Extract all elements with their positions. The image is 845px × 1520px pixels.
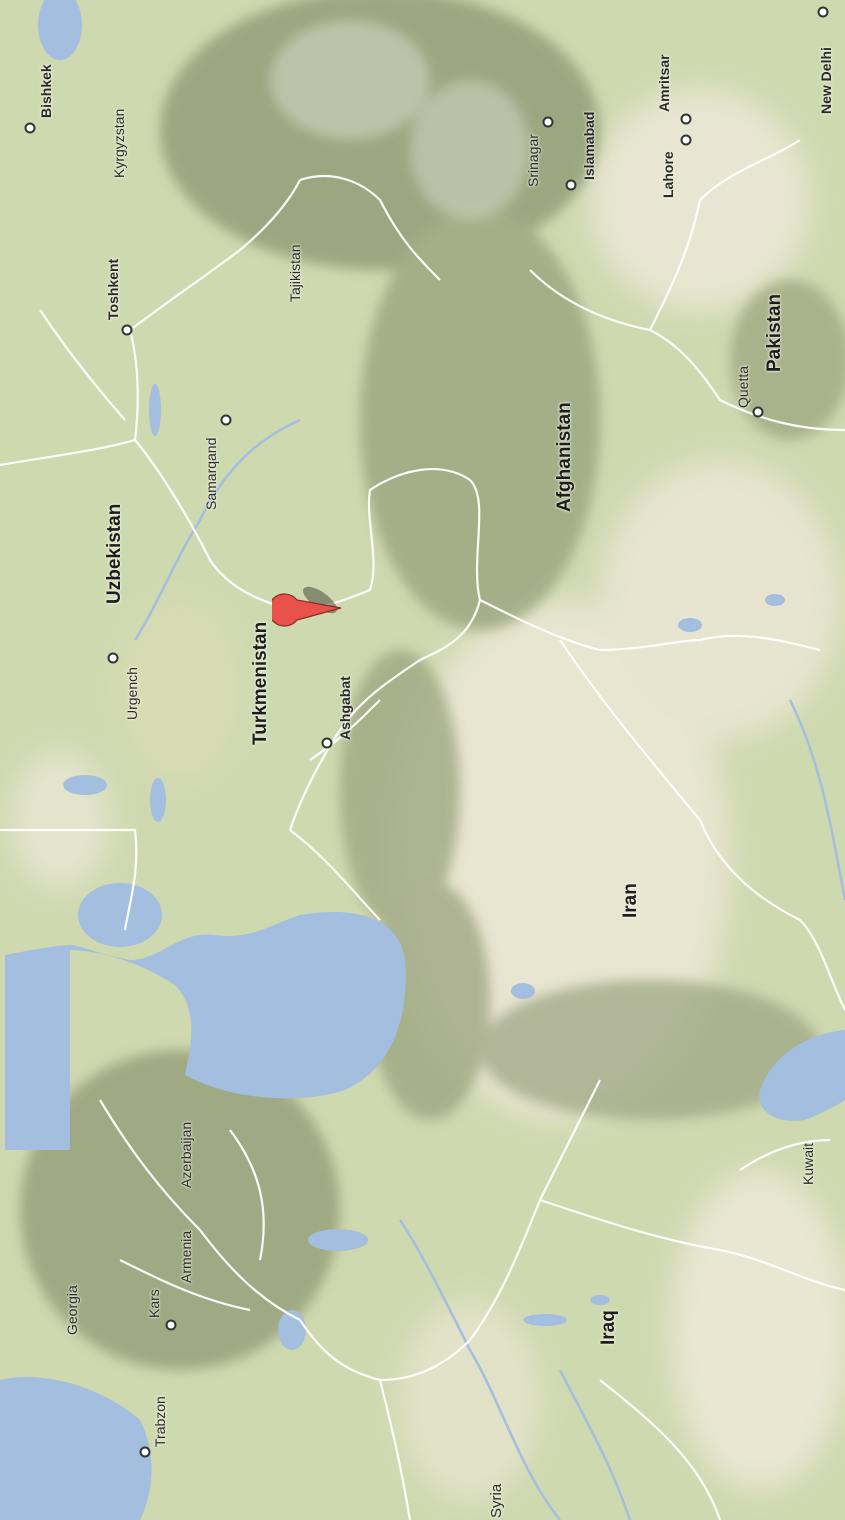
city-dot-samarqand [220,414,232,426]
city-dot-kars [165,1319,177,1331]
city-label-ashgabat: Ashgabat [337,676,353,740]
city-label-amritsar: Amritsar [656,54,672,112]
city-label-bishkek: Bishkek [38,64,54,118]
city-label-lahore: Lahore [660,151,676,198]
city-dot-ashgabat [321,737,333,749]
city-label-srinagar: Srinagar [525,134,541,187]
city-label-kars: Kars [146,1289,162,1318]
country-label-uzbekistan: Uzbekistan [104,503,125,604]
city-label-samarqand: Samarqand [203,437,219,510]
borders [0,139,845,1520]
country-label-georgia: Georgia [64,1285,80,1335]
country-label-pakistan: Pakistan [764,293,785,372]
city-dot-urgench [107,652,119,664]
rivers [133,418,845,1520]
city-dot-lahore [680,134,692,146]
city-dot-amritsar [680,113,692,125]
city-dot-bishkek [24,122,36,134]
country-label-armenia: Armenia [178,1230,194,1283]
city-dot-new-delhi [817,6,829,18]
country-label-iran: Iran [620,883,641,918]
country-label-kyrgyzstan: Kyrgyzstan [111,108,127,178]
persian-gulf [759,1030,845,1121]
country-label-syria: Syria [488,1483,505,1518]
city-label-islamabad: Islamabad [581,111,597,180]
city-dot-srinagar [542,116,554,128]
country-label-afghanistan: Afghanistan [554,402,575,512]
city-dot-toshkent [121,324,133,336]
country-label-iraq: Iraq [598,1310,619,1345]
city-dot-islamabad [565,179,577,191]
black-sea [0,1376,152,1520]
country-label-azerbaijan: Azerbaijan [178,1121,194,1188]
city-label-toshkent: Toshkent [105,258,121,320]
map-marker-a[interactable]: A [272,586,342,636]
caspian-sea [5,912,406,1099]
city-label-trabzon: Trabzon [152,1396,168,1447]
city-label-urgench: Urgench [124,667,140,720]
city-label-kuwait: Kuwait [800,1142,816,1185]
country-label-turkmenistan: Turkmenistan [250,621,271,745]
city-dot-quetta [752,406,764,418]
city-label-new-delhi: New Delhi [818,47,834,114]
country-label-tajikistan: Tajikistan [287,244,303,302]
city-label-quetta: Quetta [735,365,751,408]
city-dot-trabzon [139,1446,151,1458]
